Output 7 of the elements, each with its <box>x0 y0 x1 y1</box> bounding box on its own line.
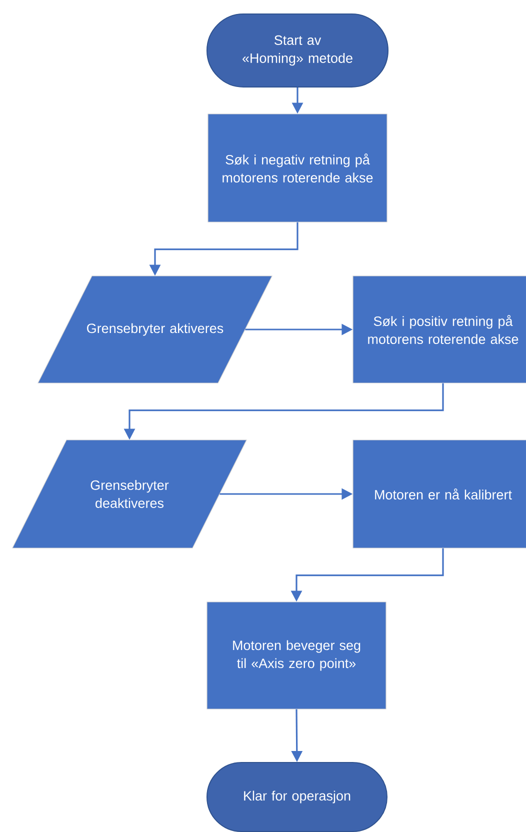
process-box: Søk i negativ retning på motorens roterende akse <box>208 114 388 222</box>
data-parallelogram: Grensebryter deaktiveres <box>12 440 247 548</box>
process-box: Søk i positiv retning på motorens roterende akse <box>352 276 526 384</box>
data-parallelogram: Grensebryter aktiveres <box>38 276 272 384</box>
process-box: Motoren beveger seg til «Axis zero point» <box>206 602 386 710</box>
terminal-oval: Klar for operasjon <box>206 762 388 832</box>
process-box: Motoren er nå kalibrert <box>352 440 526 548</box>
